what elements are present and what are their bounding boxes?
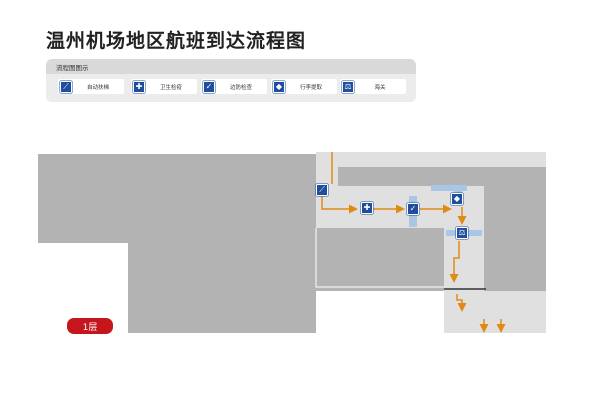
checkpoint-area bbox=[431, 185, 467, 191]
escalator-icon: ⟋ bbox=[60, 80, 72, 93]
legend-item-baggage-claim: ◆ 行李提取 bbox=[271, 79, 337, 94]
exit-hall bbox=[444, 291, 546, 333]
border-inspection-icon: ✓ bbox=[407, 203, 419, 215]
legend-label: 海关 bbox=[374, 84, 386, 91]
flow-arrow bbox=[456, 294, 467, 312]
legend-label: 卫生检疫 bbox=[159, 84, 182, 91]
floor-badge: 1层 bbox=[67, 318, 113, 334]
escalator-icon: ⟋ bbox=[316, 184, 328, 196]
flow-arrow bbox=[321, 196, 358, 214]
legend-heading: 流程图图示 bbox=[56, 64, 89, 72]
customs-icon: ⚖ bbox=[456, 227, 468, 239]
baggage-claim-icon: ◆ bbox=[273, 80, 285, 93]
legend-item-health-quarantine: ✚ 卫生检疫 bbox=[131, 79, 197, 94]
legend-label: 边防检查 bbox=[229, 84, 252, 91]
health-quarantine-icon: ✚ bbox=[361, 202, 373, 214]
legend-panel: 流程图图示 ⟋ 自动扶梯 ✚ 卫生检疫 ✓ 边防检查 ◆ 行李提取 ⚖ 海关 bbox=[46, 59, 416, 102]
legend-item-escalator: ⟋ 自动扶梯 bbox=[58, 79, 124, 94]
legend-label: 行李提取 bbox=[299, 84, 322, 91]
room-block bbox=[484, 167, 546, 291]
lower-hall-outline bbox=[315, 228, 444, 288]
legend-strip: ⟋ 自动扶梯 ✚ 卫生检疫 ✓ 边防检查 ◆ 行李提取 ⚖ 海关 bbox=[46, 74, 416, 102]
room-block bbox=[338, 167, 484, 186]
customs-icon: ⚖ bbox=[342, 80, 354, 93]
page-title: 温州机场地区航班到达流程图 bbox=[46, 30, 307, 52]
flow-arrow bbox=[449, 241, 460, 283]
border-inspection-icon: ✓ bbox=[203, 80, 215, 93]
baggage-claim-icon: ◆ bbox=[451, 193, 463, 205]
health-quarantine-icon: ✚ bbox=[133, 80, 145, 93]
legend-label: 自动扶梯 bbox=[86, 84, 109, 91]
legend-item-border-inspection: ✓ 边防检查 bbox=[201, 79, 267, 94]
arrival-corridor bbox=[316, 152, 546, 291]
legend-item-customs: ⚖ 海关 bbox=[340, 79, 406, 94]
